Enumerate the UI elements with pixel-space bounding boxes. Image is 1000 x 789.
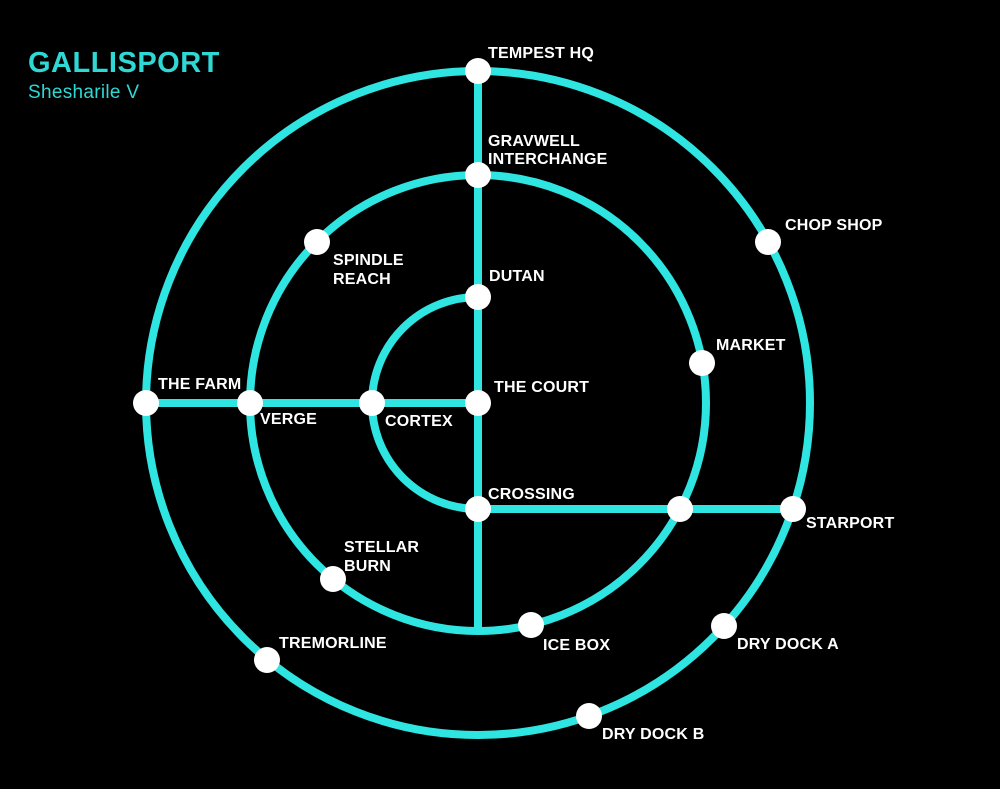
station-label-tempest-hq: TEMPEST HQ [488, 45, 594, 62]
station-label-crossing: CROSSING [488, 486, 575, 503]
station-label-gravwell-line2: INTERCHANGE [488, 151, 608, 168]
station-marker-stellar-burn[interactable] [320, 566, 346, 592]
station-marker-starport[interactable] [780, 496, 806, 522]
station-label-the-farm: THE FARM [158, 376, 241, 393]
station-marker-cortex[interactable] [359, 390, 385, 416]
station-label-dry-dock-b: DRY DOCK B [602, 726, 704, 743]
station-label-the-court: THE COURT [494, 379, 589, 396]
station-marker-ice-box[interactable] [518, 612, 544, 638]
station-label-stellar-burn-line2: BURN [344, 558, 391, 575]
station-label-dutan: DUTAN [489, 268, 545, 285]
station-marker-verge[interactable] [237, 390, 263, 416]
station-label-tremorline: TREMORLINE [279, 635, 387, 652]
station-label-dry-dock-a: DRY DOCK A [737, 636, 839, 653]
station-marker-the-court[interactable] [465, 390, 491, 416]
station-label-spindle-reach-line1: SPINDLE [333, 252, 404, 269]
station-marker-spindle-reach[interactable] [304, 229, 330, 255]
page-subtitle: Shesharile V [28, 82, 139, 103]
station-marker-the-farm[interactable] [133, 390, 159, 416]
station-marker-dry-dock-a[interactable] [711, 613, 737, 639]
station-marker-tempest-hq[interactable] [465, 58, 491, 84]
station-label-cortex: CORTEX [385, 413, 453, 430]
page-title: GALLISPORT [28, 47, 220, 79]
station-marker-dry-dock-b[interactable] [576, 703, 602, 729]
station-marker-tremorline[interactable] [254, 647, 280, 673]
station-marker-chop-shop[interactable] [755, 229, 781, 255]
station-label-stellar-burn-line1: STELLAR [344, 539, 419, 556]
station-marker-gravwell-interchange[interactable] [465, 162, 491, 188]
station-marker-market[interactable] [689, 350, 715, 376]
station-label-verge: VERGE [260, 411, 317, 428]
station-label-spindle-reach-line2: REACH [333, 271, 391, 288]
station-label-gravwell-line1: GRAVWELL [488, 133, 580, 150]
station-marker-crossing[interactable] [465, 496, 491, 522]
station-label-starport: STARPORT [806, 515, 894, 532]
station-label-chop-shop: CHOP SHOP [785, 217, 883, 234]
station-marker-ring-line-interchange[interactable] [667, 496, 693, 522]
station-label-ice-box: ICE BOX [543, 637, 610, 654]
station-label-market: MARKET [716, 337, 786, 354]
station-marker-dutan[interactable] [465, 284, 491, 310]
